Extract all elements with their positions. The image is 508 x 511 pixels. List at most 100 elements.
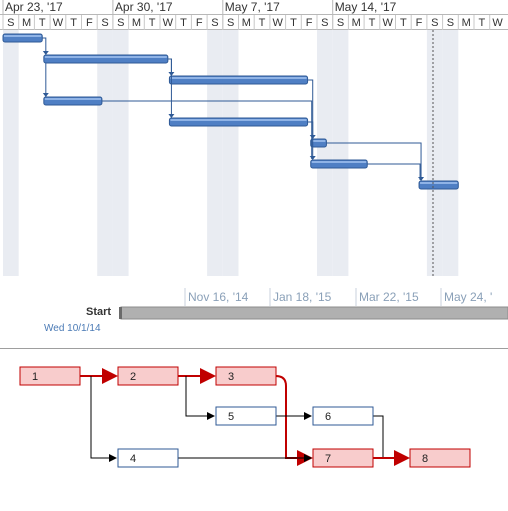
dependency-link xyxy=(326,142,422,180)
network-node-label: 4 xyxy=(130,453,136,465)
day-letter: M xyxy=(242,17,251,29)
link-arrow xyxy=(418,177,425,181)
weekend-column xyxy=(442,30,459,276)
gantt-bar-highlight xyxy=(311,140,326,142)
week-label: May 7, '17 xyxy=(225,0,280,14)
timeline-date: May 24, ' xyxy=(444,290,492,304)
day-letter: W xyxy=(53,17,64,29)
network-node-label: 7 xyxy=(325,453,331,465)
link-arrow xyxy=(42,93,49,97)
gantt-bar-highlight xyxy=(44,56,167,58)
network-node-5[interactable] xyxy=(215,406,277,426)
day-letter: S xyxy=(337,17,344,29)
day-letter: S xyxy=(431,17,438,29)
network-node-7[interactable] xyxy=(312,448,374,468)
link-arrow xyxy=(309,156,316,160)
weekend-column xyxy=(332,30,349,276)
day-letter: T xyxy=(478,17,485,29)
day-letter: M xyxy=(132,17,141,29)
network-node-8[interactable] xyxy=(409,448,471,468)
dependency-link xyxy=(101,100,313,159)
day-letter: T xyxy=(400,17,407,29)
gantt-bar-highlight xyxy=(4,35,42,37)
weekend-shading xyxy=(3,30,459,276)
day-letter: S xyxy=(7,17,14,29)
day-letter: S xyxy=(211,17,218,29)
link-arrow xyxy=(168,114,175,118)
day-letter: S xyxy=(447,17,454,29)
day-letter: S xyxy=(101,17,108,29)
weekend-column xyxy=(207,30,223,276)
weekend-column xyxy=(222,30,239,276)
network-link xyxy=(373,415,409,462)
network-diagram: 1 2 3 4 5 6 7 8 xyxy=(19,366,471,468)
network-node-1[interactable] xyxy=(19,366,81,386)
network-node-label: 6 xyxy=(325,411,331,423)
start-date: Wed 10/1/14 xyxy=(44,323,101,334)
day-letter: S xyxy=(321,17,328,29)
day-letter: W xyxy=(163,17,174,29)
dependency-link xyxy=(167,58,172,117)
week-label: Apr 30, '17 xyxy=(115,0,173,14)
day-letter: W xyxy=(382,17,393,29)
gantt-chart: Apr 23, '17 Apr 30, '17 May 7, '17 May 14, … xyxy=(0,0,508,276)
start-label: Start xyxy=(86,306,111,318)
timeline-bar[interactable] xyxy=(120,306,508,320)
day-letter: W xyxy=(273,17,284,29)
dependency-link xyxy=(307,79,314,138)
gantt-bar-highlight xyxy=(311,161,367,163)
dependency-link xyxy=(367,163,421,180)
network-node-3[interactable] xyxy=(215,366,277,386)
network-node-4[interactable] xyxy=(117,448,179,468)
gantt-bars xyxy=(2,33,459,190)
day-letter: T xyxy=(369,17,376,29)
gantt-bar-highlight xyxy=(420,182,458,184)
day-letter: F xyxy=(416,17,423,29)
dependency-links xyxy=(42,37,425,181)
weekend-column xyxy=(426,30,443,276)
network-links xyxy=(80,368,410,466)
network-link xyxy=(275,375,313,466)
gantt-bar-highlight xyxy=(170,119,307,121)
day-letter: S xyxy=(227,17,234,29)
day-letter: T xyxy=(70,17,77,29)
week-label: Apr 23, '17 xyxy=(5,0,63,14)
timeline-date: Mar 22, '15 xyxy=(359,290,419,304)
timeline-date: Jan 18, '15 xyxy=(273,290,332,304)
timeline-view: Nov 16, '14 Jan 18, '15 Mar 22, '15 May 24,… xyxy=(44,288,508,334)
network-node-label: 5 xyxy=(228,411,234,423)
day-letter: T xyxy=(180,17,187,29)
day-letter: T xyxy=(39,17,46,29)
timeline-date: Nov 16, '14 xyxy=(188,290,249,304)
weekend-column xyxy=(317,30,333,276)
weekend-column xyxy=(3,30,19,276)
split-divider[interactable] xyxy=(0,348,508,349)
gantt-bar-highlight xyxy=(44,98,101,100)
dependency-link xyxy=(307,121,314,159)
dependency-link xyxy=(42,37,47,54)
week-label: May 14, '17 xyxy=(335,0,397,14)
day-letter: F xyxy=(306,17,313,29)
weekend-column xyxy=(97,30,113,276)
weekend-column xyxy=(112,30,129,276)
day-letter: M xyxy=(22,17,31,29)
network-node-label: 2 xyxy=(130,371,136,383)
day-letter: M xyxy=(352,17,361,29)
network-node-label: 3 xyxy=(228,371,234,383)
network-link xyxy=(90,376,117,462)
network-node-6[interactable] xyxy=(312,406,374,426)
timescale-header: Apr 23, '17 Apr 30, '17 May 7, '17 May 14, … xyxy=(0,0,508,30)
link-arrow xyxy=(42,51,49,55)
day-letter: M xyxy=(462,17,471,29)
network-node-label: 1 xyxy=(32,371,38,383)
network-link xyxy=(185,376,215,420)
day-letter: F xyxy=(86,17,93,29)
day-letter: W xyxy=(492,17,503,29)
gantt-bar-highlight xyxy=(170,77,307,79)
network-nodes: 1 2 3 4 5 6 7 8 xyxy=(19,366,471,468)
day-letter: F xyxy=(196,17,203,29)
network-node-2[interactable] xyxy=(117,366,179,386)
day-letter: T xyxy=(259,17,266,29)
network-node-label: 8 xyxy=(422,453,428,465)
day-letter: T xyxy=(290,17,297,29)
